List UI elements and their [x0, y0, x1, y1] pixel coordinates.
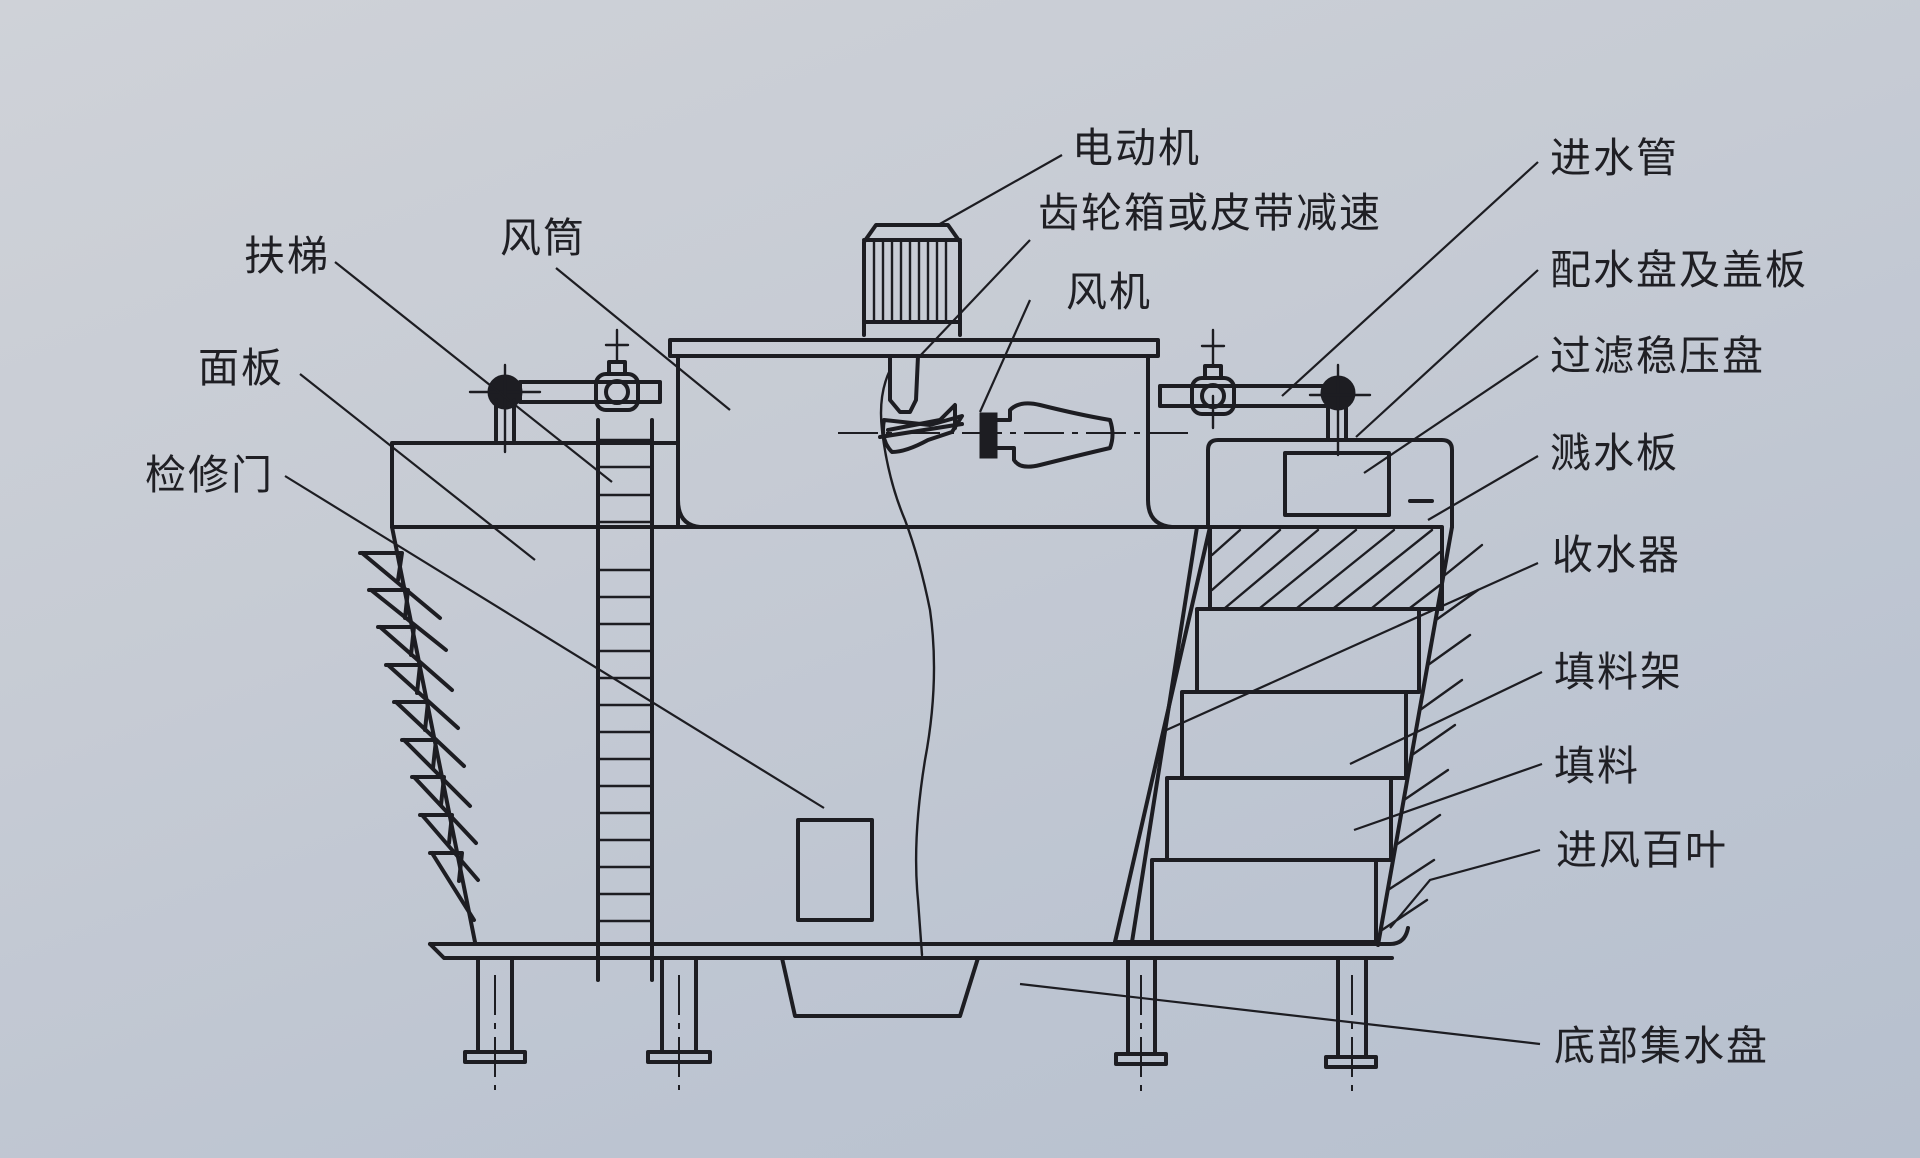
label-fill: 填料	[1554, 742, 1640, 790]
leg	[1114, 956, 1168, 1093]
ladder[interactable]	[596, 418, 654, 982]
leg	[646, 956, 712, 1090]
access-door[interactable]	[796, 818, 874, 922]
base-frame	[428, 926, 1410, 960]
label-gearbox: 齿轮箱或皮带减速	[1038, 189, 1382, 237]
inlet-pipe	[1158, 328, 1372, 457]
section-break-line	[879, 368, 936, 957]
right-air-inlet-louver	[1376, 525, 1484, 947]
label-access-door: 检修门	[145, 451, 274, 499]
collection-basin	[780, 956, 980, 1018]
left-casing	[390, 441, 1216, 529]
left-valve-icon	[468, 328, 662, 454]
leader-lines	[284, 154, 1543, 1046]
label-drift-eliminator: 收水器	[1552, 531, 1681, 579]
leg	[463, 956, 527, 1090]
fan-icon	[838, 401, 1190, 469]
gearbox-icon	[878, 354, 964, 454]
motor-icon	[862, 223, 962, 337]
label-collection-basin: 底部集水盘	[1554, 1022, 1769, 1070]
label-filter-basin: 过滤稳压盘	[1550, 332, 1765, 380]
leg	[1324, 956, 1378, 1096]
label-fill-rack: 填料架	[1554, 648, 1683, 696]
label-distribution-basin: 配水盘及盖板	[1550, 246, 1808, 294]
label-motor: 电动机	[1072, 124, 1201, 172]
label-splash-plate: 溅水板	[1550, 429, 1679, 477]
label-panel: 面板	[198, 344, 284, 392]
label-fan: 风机	[1066, 268, 1152, 316]
label-inlet-pipe: 进水管	[1550, 134, 1679, 182]
distribution-basin	[1206, 438, 1454, 529]
left-air-inlet-louver	[358, 525, 480, 944]
drift-eliminator	[1208, 525, 1444, 611]
fill-stack	[1150, 607, 1421, 944]
label-ladder: 扶梯	[244, 232, 330, 280]
label-air-inlet-louver: 进风百叶	[1556, 826, 1728, 874]
support-legs	[463, 956, 1378, 1096]
label-fan-stack: 风筒	[500, 214, 586, 262]
